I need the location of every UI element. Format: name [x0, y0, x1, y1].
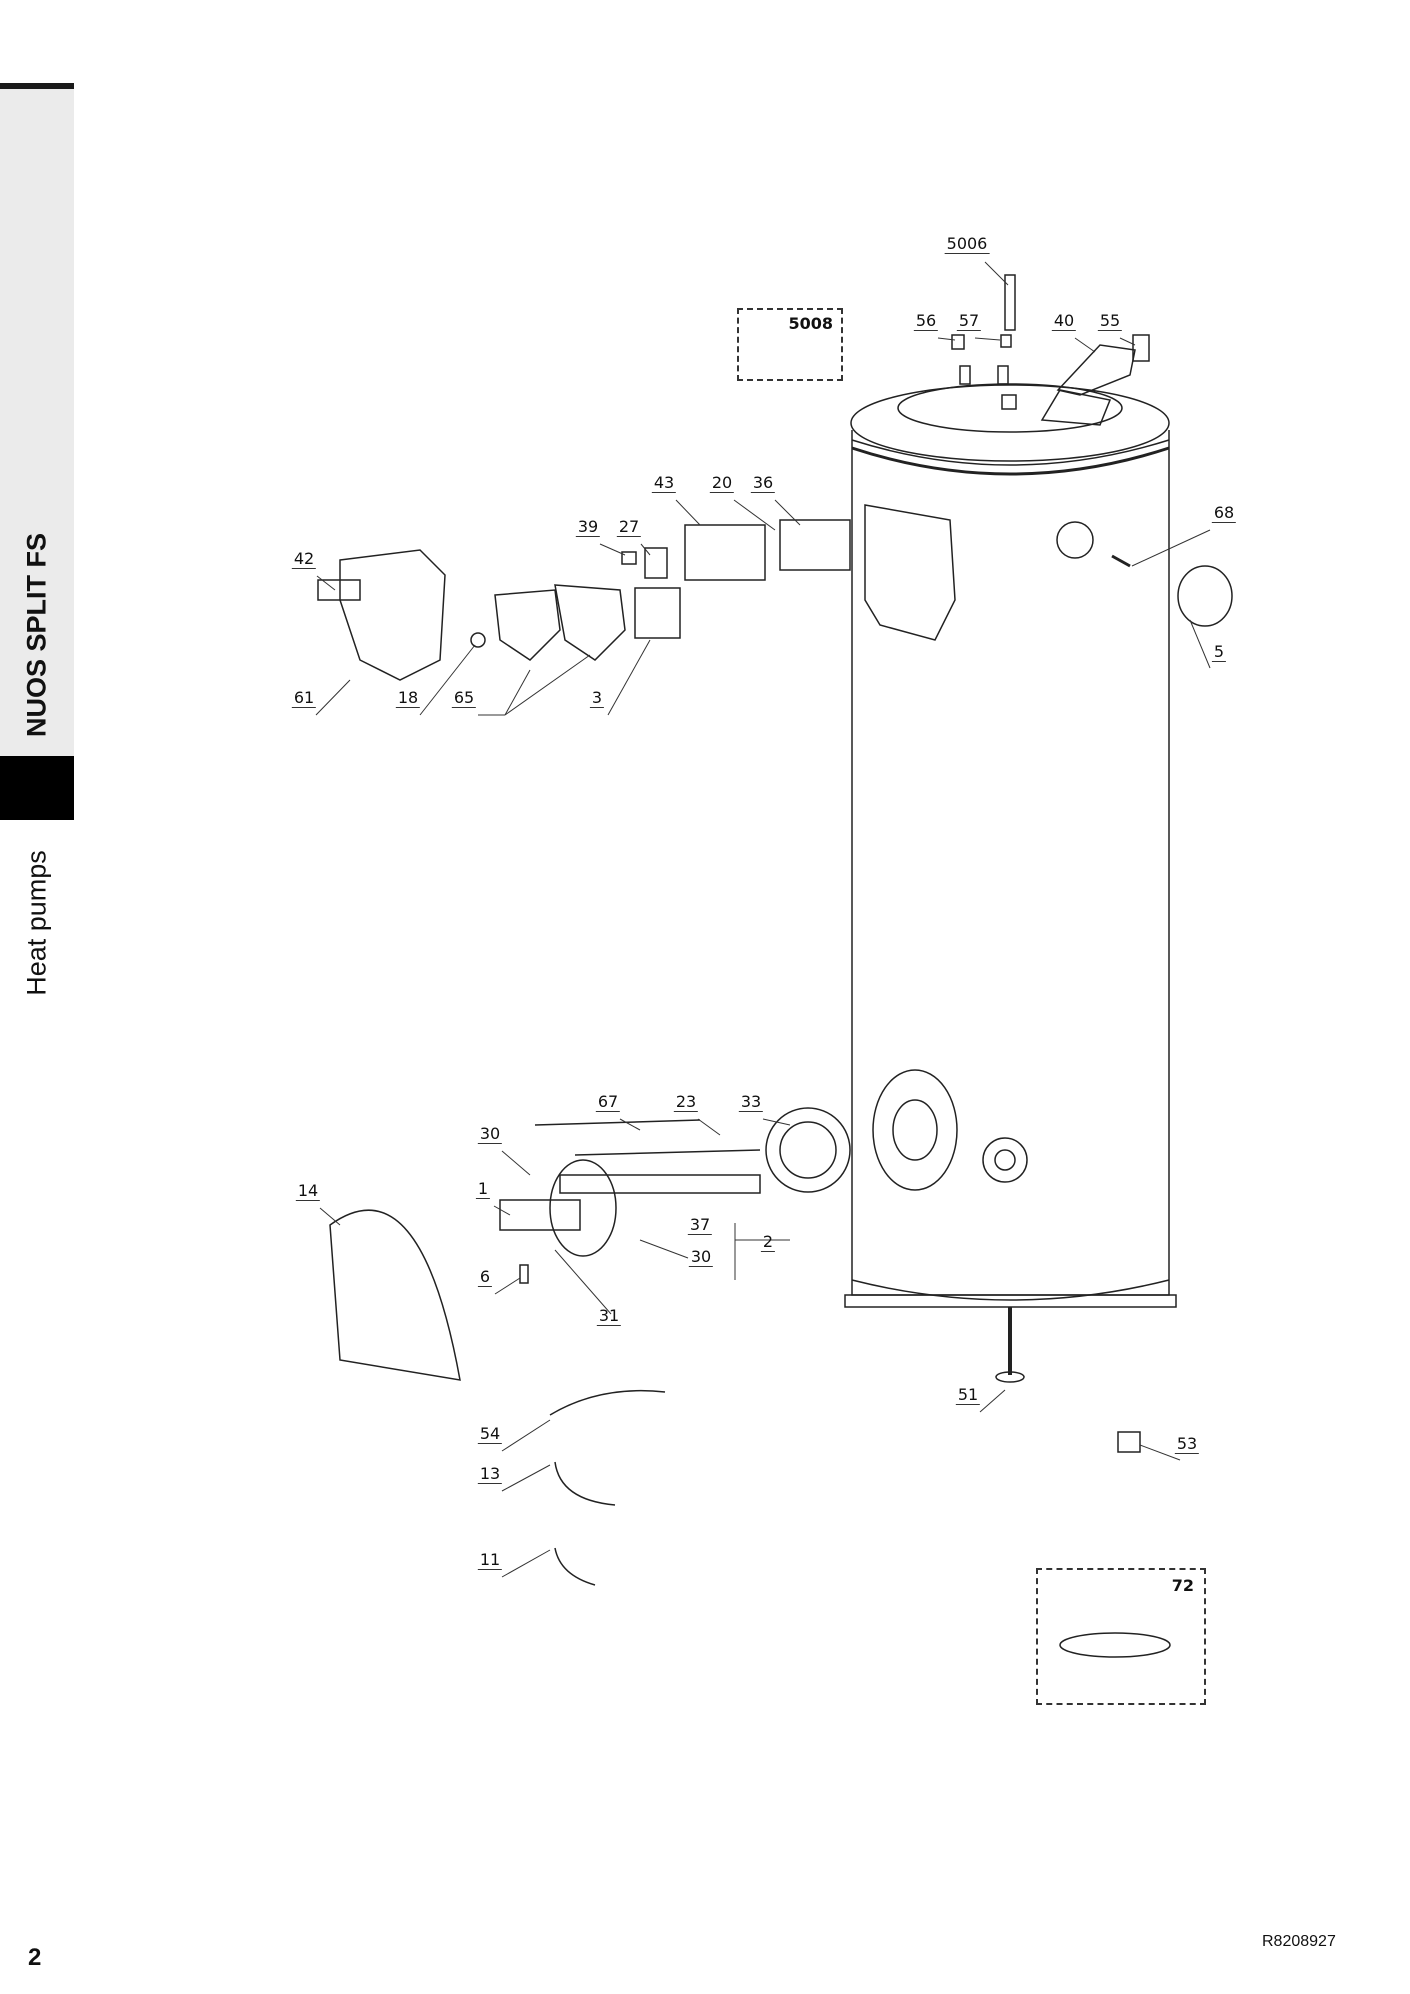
part-label: 61	[291, 688, 317, 708]
part-label: 43	[651, 473, 677, 493]
part-label: 20	[709, 473, 735, 493]
page-number: 2	[28, 1944, 42, 1971]
sidebar-marker	[0, 756, 74, 820]
part-label: 2	[760, 1232, 776, 1252]
part-label: 36	[750, 473, 776, 493]
part-label: 55	[1097, 311, 1123, 331]
part-label: 6	[477, 1267, 493, 1287]
part-label: 13	[477, 1464, 503, 1484]
kit-5008-box: 5008	[737, 308, 843, 381]
kit-72-label: 72	[1171, 1576, 1194, 1595]
part-label: 67	[595, 1092, 621, 1112]
part-label: 18	[395, 688, 421, 708]
part-label: 57	[956, 311, 982, 331]
part-label: 51	[955, 1385, 981, 1405]
part-label: 40	[1051, 311, 1077, 331]
part-label: 54	[477, 1424, 503, 1444]
part-label: 3	[589, 688, 605, 708]
part-label: 14	[295, 1181, 321, 1201]
part-label: 37	[687, 1215, 713, 1235]
part-label: 23	[673, 1092, 699, 1112]
part-label: 11	[477, 1550, 503, 1570]
part-label: 30	[477, 1124, 503, 1144]
part-label: 53	[1174, 1434, 1200, 1454]
part-label: 68	[1211, 503, 1237, 523]
part-label: 30	[688, 1247, 714, 1267]
kit-72-box: 72	[1036, 1568, 1206, 1705]
part-label: 56	[913, 311, 939, 331]
part-label: 65	[451, 688, 477, 708]
part-label: 5006	[944, 234, 990, 254]
kit-5008-label: 5008	[788, 314, 833, 333]
sidebar-product-tab	[0, 83, 74, 756]
part-label: 33	[738, 1092, 764, 1112]
part-label: 1	[475, 1179, 491, 1199]
part-label: 31	[596, 1306, 622, 1326]
tank-body	[844, 383, 1177, 1383]
part-label: 27	[616, 517, 642, 537]
document-code: R8208927	[1262, 1933, 1336, 1950]
part-label: 5	[1211, 642, 1227, 662]
part-label: 39	[575, 517, 601, 537]
part-label: 42	[291, 549, 317, 569]
